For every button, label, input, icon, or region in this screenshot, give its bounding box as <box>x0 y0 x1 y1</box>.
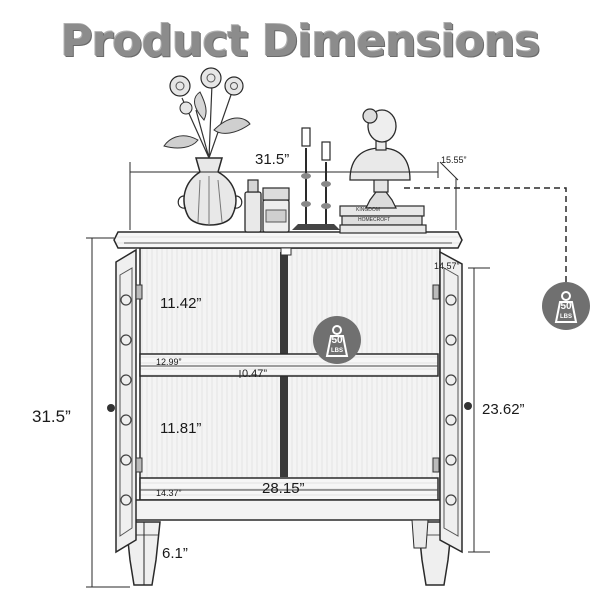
decor <box>163 67 427 234</box>
left-door-knob-icon <box>107 404 115 412</box>
dim-shelf-thickness: 0.47” <box>242 368 268 380</box>
dim-overall-height: 31.5” <box>32 407 71 426</box>
page-title: Product Dimensions <box>60 16 540 67</box>
dim-top-width: 31.5” <box>255 151 290 168</box>
dim-door-depth: 14.57” <box>434 261 460 271</box>
cabinet-body <box>113 231 463 586</box>
dim-inner-width: 28.15” <box>262 480 305 497</box>
book-title-middle: HOMECROFT <box>358 217 391 223</box>
dim-lower-shelf-height: 11.81” <box>160 420 202 437</box>
dim-top-depth: 15.55” <box>441 155 467 165</box>
weight-badge-top-icon <box>542 282 590 330</box>
right-door <box>432 250 472 554</box>
right-door-knob-icon <box>464 402 472 410</box>
dim-cabinet-height: 23.62” <box>482 401 525 418</box>
weight-badge-top-value: 50 <box>560 301 572 312</box>
weight-badge-top-unit: LBS <box>560 314 572 320</box>
weight-badge-shelf-icon <box>313 316 361 364</box>
flower-vase-icon <box>163 67 251 226</box>
dim-shelf-depth: 12.99” <box>156 357 182 367</box>
left-door <box>107 248 143 554</box>
dim-bottom-depth: 14.37” <box>156 488 182 498</box>
dimension-lines <box>86 161 567 588</box>
weight-badge-shelf-value: 50 <box>331 335 343 346</box>
dim-upper-shelf-height: 11.42” <box>160 295 202 312</box>
bust-statue-icon <box>349 108 411 209</box>
candle-holder-icon <box>292 127 340 230</box>
jar-icon <box>244 179 290 233</box>
book-title-top: KINGDOM <box>356 207 380 213</box>
dim-leg-height: 6.1” <box>162 545 188 562</box>
weight-badge-shelf-unit: LBS <box>331 348 343 354</box>
